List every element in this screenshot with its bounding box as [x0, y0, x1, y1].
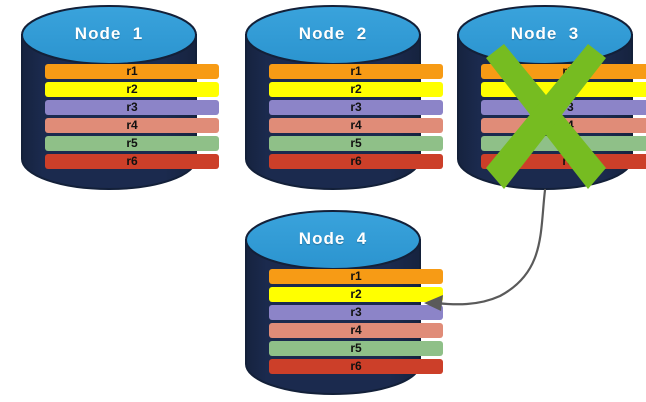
row-r3[interactable]: r3 [45, 100, 219, 115]
row-r2[interactable]: r2 [481, 82, 646, 97]
node-1-rows: r1 r2 r3 r4 r5 r6 [22, 64, 242, 169]
row-label: r4 [350, 323, 362, 337]
node-3-rows: r1 r2 r3 r4 r5 r6 [458, 64, 646, 169]
row-r6[interactable]: r6 [481, 154, 646, 169]
row-label: r5 [562, 136, 574, 150]
row-r1[interactable]: r1 [481, 64, 646, 79]
node-1[interactable]: Node 1 r1 r2 r3 r4 r5 r6 [21, 5, 219, 190]
row-label: r6 [350, 154, 362, 168]
row-r5[interactable]: r5 [481, 136, 646, 151]
row-label: r4 [562, 118, 574, 132]
row-label: r4 [126, 118, 138, 132]
row-r5[interactable]: r5 [269, 136, 443, 151]
row-r2[interactable]: r2 [45, 82, 219, 97]
row-label: r2 [350, 287, 362, 301]
row-r3[interactable]: r3 [481, 100, 646, 115]
row-r6[interactable]: r6 [269, 359, 443, 374]
row-label: r3 [350, 305, 362, 319]
row-label: r3 [350, 100, 362, 114]
row-label: r5 [350, 341, 362, 355]
row-r6[interactable]: r6 [269, 154, 443, 169]
row-r2[interactable]: r2 [269, 287, 443, 302]
row-label: r4 [350, 118, 362, 132]
row-r5[interactable]: r5 [45, 136, 219, 151]
row-label: r1 [562, 64, 574, 78]
node-2[interactable]: Node 2 r1 r2 r3 r4 r5 r6 [245, 5, 443, 190]
node-2-rows: r1 r2 r3 r4 r5 r6 [246, 64, 466, 169]
row-r4[interactable]: r4 [45, 118, 219, 133]
row-r1[interactable]: r1 [269, 269, 443, 284]
row-label: r2 [126, 82, 138, 96]
row-r4[interactable]: r4 [269, 118, 443, 133]
row-label: r1 [350, 64, 362, 78]
node-4-rows: r1 r2 r3 r4 r5 r6 [246, 269, 466, 374]
row-r3[interactable]: r3 [269, 100, 443, 115]
node-3[interactable]: Node 3 r1 r2 r3 r4 r5 r6 [457, 5, 646, 190]
row-label: r2 [350, 82, 362, 96]
row-r2[interactable]: r2 [269, 82, 443, 97]
row-label: r5 [126, 136, 138, 150]
row-r3[interactable]: r3 [269, 305, 443, 320]
row-r1[interactable]: r1 [269, 64, 443, 79]
row-r4[interactable]: r4 [481, 118, 646, 133]
row-r5[interactable]: r5 [269, 341, 443, 356]
row-r6[interactable]: r6 [45, 154, 219, 169]
row-label: r1 [350, 269, 362, 283]
row-label: r6 [126, 154, 138, 168]
row-r1[interactable]: r1 [45, 64, 219, 79]
row-label: r3 [126, 100, 138, 114]
row-label: r6 [350, 359, 362, 373]
node-4[interactable]: Node 4 r1 r2 r3 r4 r5 r6 [245, 210, 443, 395]
row-label: r5 [350, 136, 362, 150]
row-r4[interactable]: r4 [269, 323, 443, 338]
row-label: r2 [562, 82, 574, 96]
row-label: r1 [126, 64, 138, 78]
row-label: r6 [562, 154, 574, 168]
row-label: r3 [562, 100, 574, 114]
